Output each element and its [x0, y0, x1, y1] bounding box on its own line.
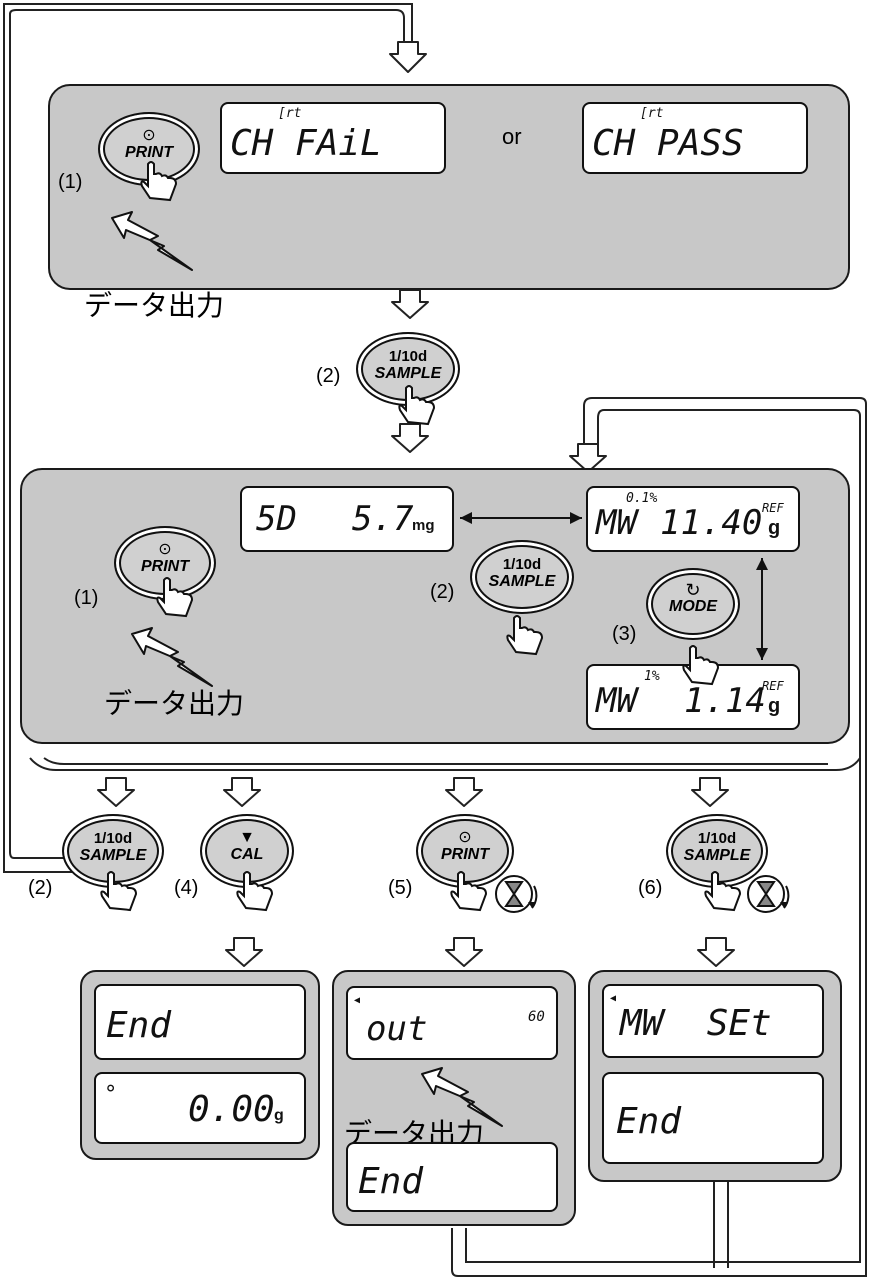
pointing-hand-icon	[450, 871, 488, 912]
cal-end-display: End	[94, 984, 306, 1060]
mw-1-unit: g	[768, 695, 781, 717]
mw-1-label: MW	[596, 681, 637, 721]
ch-fail-text: CH FAiL	[230, 123, 382, 164]
step-6-label: (6)	[638, 877, 663, 899]
mw-set-text: MW SEt	[620, 1003, 772, 1044]
mw-set-display: ◀ MW SEt	[602, 984, 824, 1058]
out-indicator: ◀	[354, 995, 361, 1006]
step-1-label: (1)	[58, 171, 83, 193]
sample-key[interactable]: 1/10d SAMPLE	[470, 540, 574, 614]
sample-key-label: SAMPLE	[79, 847, 147, 864]
mw-01-display: 0.1% MW 11.40 REF g	[586, 486, 800, 552]
cal-zero-value: 0.00	[188, 1089, 275, 1130]
sample-key-label: SAMPLE	[374, 365, 442, 382]
mode-icon: ↻	[685, 580, 701, 600]
print-key[interactable]: ⊙ PRINT	[98, 112, 200, 186]
mw-01-ref: REF	[762, 501, 784, 515]
cal-zero-display: ° 0.00 g	[94, 1072, 306, 1144]
mw-01-value: 11.40	[660, 503, 763, 543]
sd-display: 5D 5.7 mg	[240, 486, 454, 552]
cal-key-label: CAL	[230, 846, 264, 863]
data-output-label: データ出力	[104, 687, 245, 720]
crt-indicator: [rt	[640, 106, 664, 121]
sample-key-label: SAMPLE	[683, 847, 751, 864]
print-icon: ⊙	[158, 541, 172, 558]
print-end-text: End	[358, 1161, 424, 1202]
ch-pass-display: [rt CH PASS	[582, 102, 808, 174]
sample-key-label: SAMPLE	[488, 573, 556, 590]
sd-value: 5.7	[352, 499, 414, 539]
pointing-hand-icon	[398, 385, 436, 426]
pointing-hand-icon	[506, 615, 544, 656]
ch-pass-text: CH PASS	[592, 123, 744, 164]
pointing-hand-icon	[140, 161, 178, 202]
step-4-label: (4)	[174, 877, 199, 899]
print-key-label: PRINT	[141, 558, 189, 575]
mw-01-unit: g	[768, 517, 781, 539]
pointing-hand-icon	[100, 871, 138, 912]
or-text: or	[502, 124, 522, 149]
out-count: 60	[528, 1009, 545, 1025]
data-output-lightning-icon	[111, 211, 193, 271]
print-key-label: PRINT	[441, 846, 489, 863]
crt-indicator: [rt	[278, 106, 302, 121]
print-key-label: PRINT	[125, 144, 173, 161]
data-output-label: データ出力	[84, 289, 225, 322]
step-3-label: (3)	[612, 623, 637, 645]
mw-end-text: End	[616, 1101, 682, 1142]
print-icon: ⊙	[142, 127, 156, 144]
mw-1-value: 1.14	[684, 681, 766, 721]
mode-key-label: MODE	[669, 598, 717, 615]
sd-unit: mg	[412, 517, 435, 534]
pointing-hand-icon	[682, 645, 720, 686]
out-text: out	[366, 1009, 428, 1049]
sample-key-top: 1/10d	[93, 830, 133, 847]
double-arrow-vertical	[756, 558, 768, 660]
sample-key-top: 1/10d	[502, 556, 542, 573]
print-icon: ⊙	[458, 829, 472, 846]
sample-key-top: 1/10d	[388, 348, 428, 365]
cal-icon: ▼	[239, 829, 255, 846]
mw-end-display: End	[602, 1072, 824, 1164]
step-1-label: (1)	[74, 587, 99, 609]
mw-01-label: MW	[596, 503, 637, 543]
pointing-hand-icon	[156, 577, 194, 618]
hourglass-hold-icon	[495, 875, 538, 913]
mw-01-indicator: 0.1%	[626, 491, 658, 506]
sample-key-top: 1/10d	[697, 830, 737, 847]
mode-key[interactable]: ↻ MODE	[646, 568, 740, 640]
data-output-lightning-icon	[421, 1067, 503, 1127]
sd-label: 5D	[256, 499, 297, 539]
mw-1-ref: REF	[762, 679, 784, 693]
ch-fail-display: [rt CH FAiL	[220, 102, 446, 174]
step-2-label: (2)	[316, 365, 341, 387]
pointing-hand-icon	[236, 871, 274, 912]
pointing-hand-icon	[704, 871, 742, 912]
print-end-display: End	[346, 1142, 558, 1212]
mw-1-indicator: 1%	[644, 669, 660, 684]
cal-zero-unit: g	[274, 1107, 284, 1124]
data-output-lightning-icon	[131, 627, 213, 687]
stable-mark: °	[104, 1082, 118, 1107]
cal-end-text: End	[106, 1005, 172, 1046]
hourglass-hold-icon	[747, 875, 790, 913]
double-arrow-horizontal	[460, 512, 582, 524]
step-5-label: (5)	[388, 877, 413, 899]
step-2-label: (2)	[28, 877, 53, 899]
mw-set-indicator: ◀	[610, 993, 617, 1004]
out-display: ◀ out 60	[346, 986, 558, 1060]
step-2-label: (2)	[430, 581, 455, 603]
